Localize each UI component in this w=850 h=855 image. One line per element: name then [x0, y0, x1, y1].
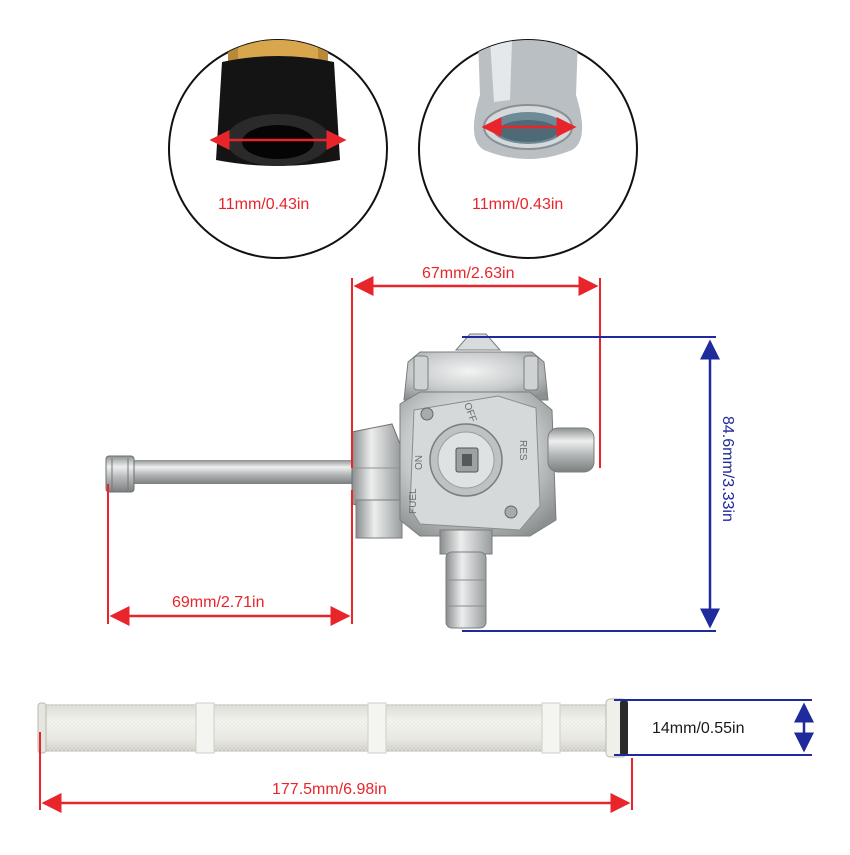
fuel-filter: [37, 698, 628, 758]
tube-length-dimension: [107, 484, 353, 626]
fuel-valve: [105, 333, 595, 629]
valve-height-label: 84.6mm/3.33in: [719, 416, 736, 522]
filter-diameter-dimension: [614, 699, 814, 756]
filter-length-label: 177.5mm/6.98in: [272, 781, 387, 798]
right-circle-diameter-label: 11mm/0.43in: [472, 196, 564, 213]
detail-circle-pipe-end: [418, 39, 638, 259]
detail-circle-rubber-end: [168, 39, 388, 259]
valve-text-res: RES: [517, 440, 528, 461]
valve-text-on: ON: [414, 455, 425, 470]
filter-diameter-label: 14mm/0.55in: [652, 720, 745, 737]
valve-width-dimension: [351, 276, 601, 468]
left-circle-diameter-label: 11mm/0.43in: [218, 196, 310, 213]
valve-height-dimension: [462, 336, 720, 632]
tube-length-label: 69mm/2.71in: [172, 594, 265, 611]
valve-text-fuel: FUEL: [408, 488, 419, 514]
valve-width-label: 67mm/2.63in: [422, 265, 515, 282]
filter-length-dimension: [39, 732, 633, 813]
